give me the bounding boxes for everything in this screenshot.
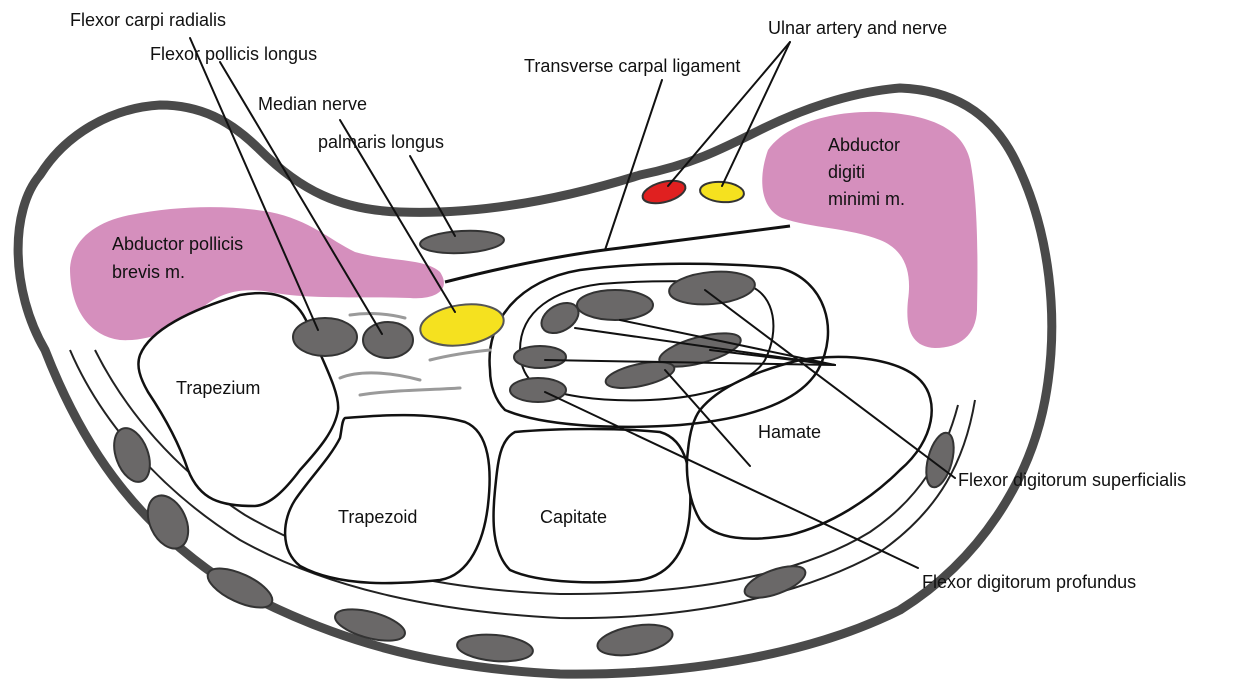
- extensor-tendon: [202, 561, 277, 616]
- flexor-pollicis-longus-tendon: [363, 322, 413, 358]
- label-flexor-carpi-radialis: Flexor carpi radialis: [70, 10, 226, 30]
- palmaris-longus-tendon: [419, 229, 504, 255]
- leader-fds-2: [620, 320, 835, 365]
- leader-transverse-carpal-ligament: [605, 80, 662, 250]
- label-capitate: Capitate: [540, 507, 607, 527]
- connective-tissue: [340, 373, 420, 380]
- extensor-tendon: [456, 632, 534, 665]
- label-ulnar-artery-and-nerve: Ulnar artery and nerve: [768, 18, 947, 38]
- connective-tissue: [430, 350, 490, 360]
- label-median-nerve: Median nerve: [258, 94, 367, 114]
- label-palmaris-longus: palmaris longus: [318, 132, 444, 152]
- median-nerve: [418, 299, 507, 350]
- label-transverse-carpal-ligament: Transverse carpal ligament: [524, 56, 740, 76]
- fds-tendon: [668, 268, 756, 307]
- flexor-carpi-radialis-tendon: [293, 318, 357, 356]
- connective-tissue: [360, 388, 460, 395]
- label-flexor-digitorum-profundus: Flexor digitorum profundus: [922, 572, 1136, 592]
- label-trapezium: Trapezium: [176, 378, 260, 398]
- leader-palmaris-longus: [410, 156, 455, 236]
- fdp-tendon: [514, 346, 566, 368]
- label-flexor-digitorum-superficialis: Flexor digitorum superficialis: [958, 470, 1186, 490]
- extensor-tendon: [741, 560, 809, 604]
- extensor-tendon: [140, 489, 196, 555]
- connective-tissue: [350, 314, 405, 318]
- fds-tendon: [577, 290, 653, 320]
- label-hamate: Hamate: [758, 422, 821, 442]
- capitate-bone: [494, 429, 691, 582]
- label-flexor-pollicis-longus: Flexor pollicis longus: [150, 44, 317, 64]
- label-trapezoid: Trapezoid: [338, 507, 417, 527]
- extensor-tendon: [595, 620, 675, 661]
- ulnar-artery: [640, 177, 688, 208]
- extensor-tendon: [921, 430, 959, 490]
